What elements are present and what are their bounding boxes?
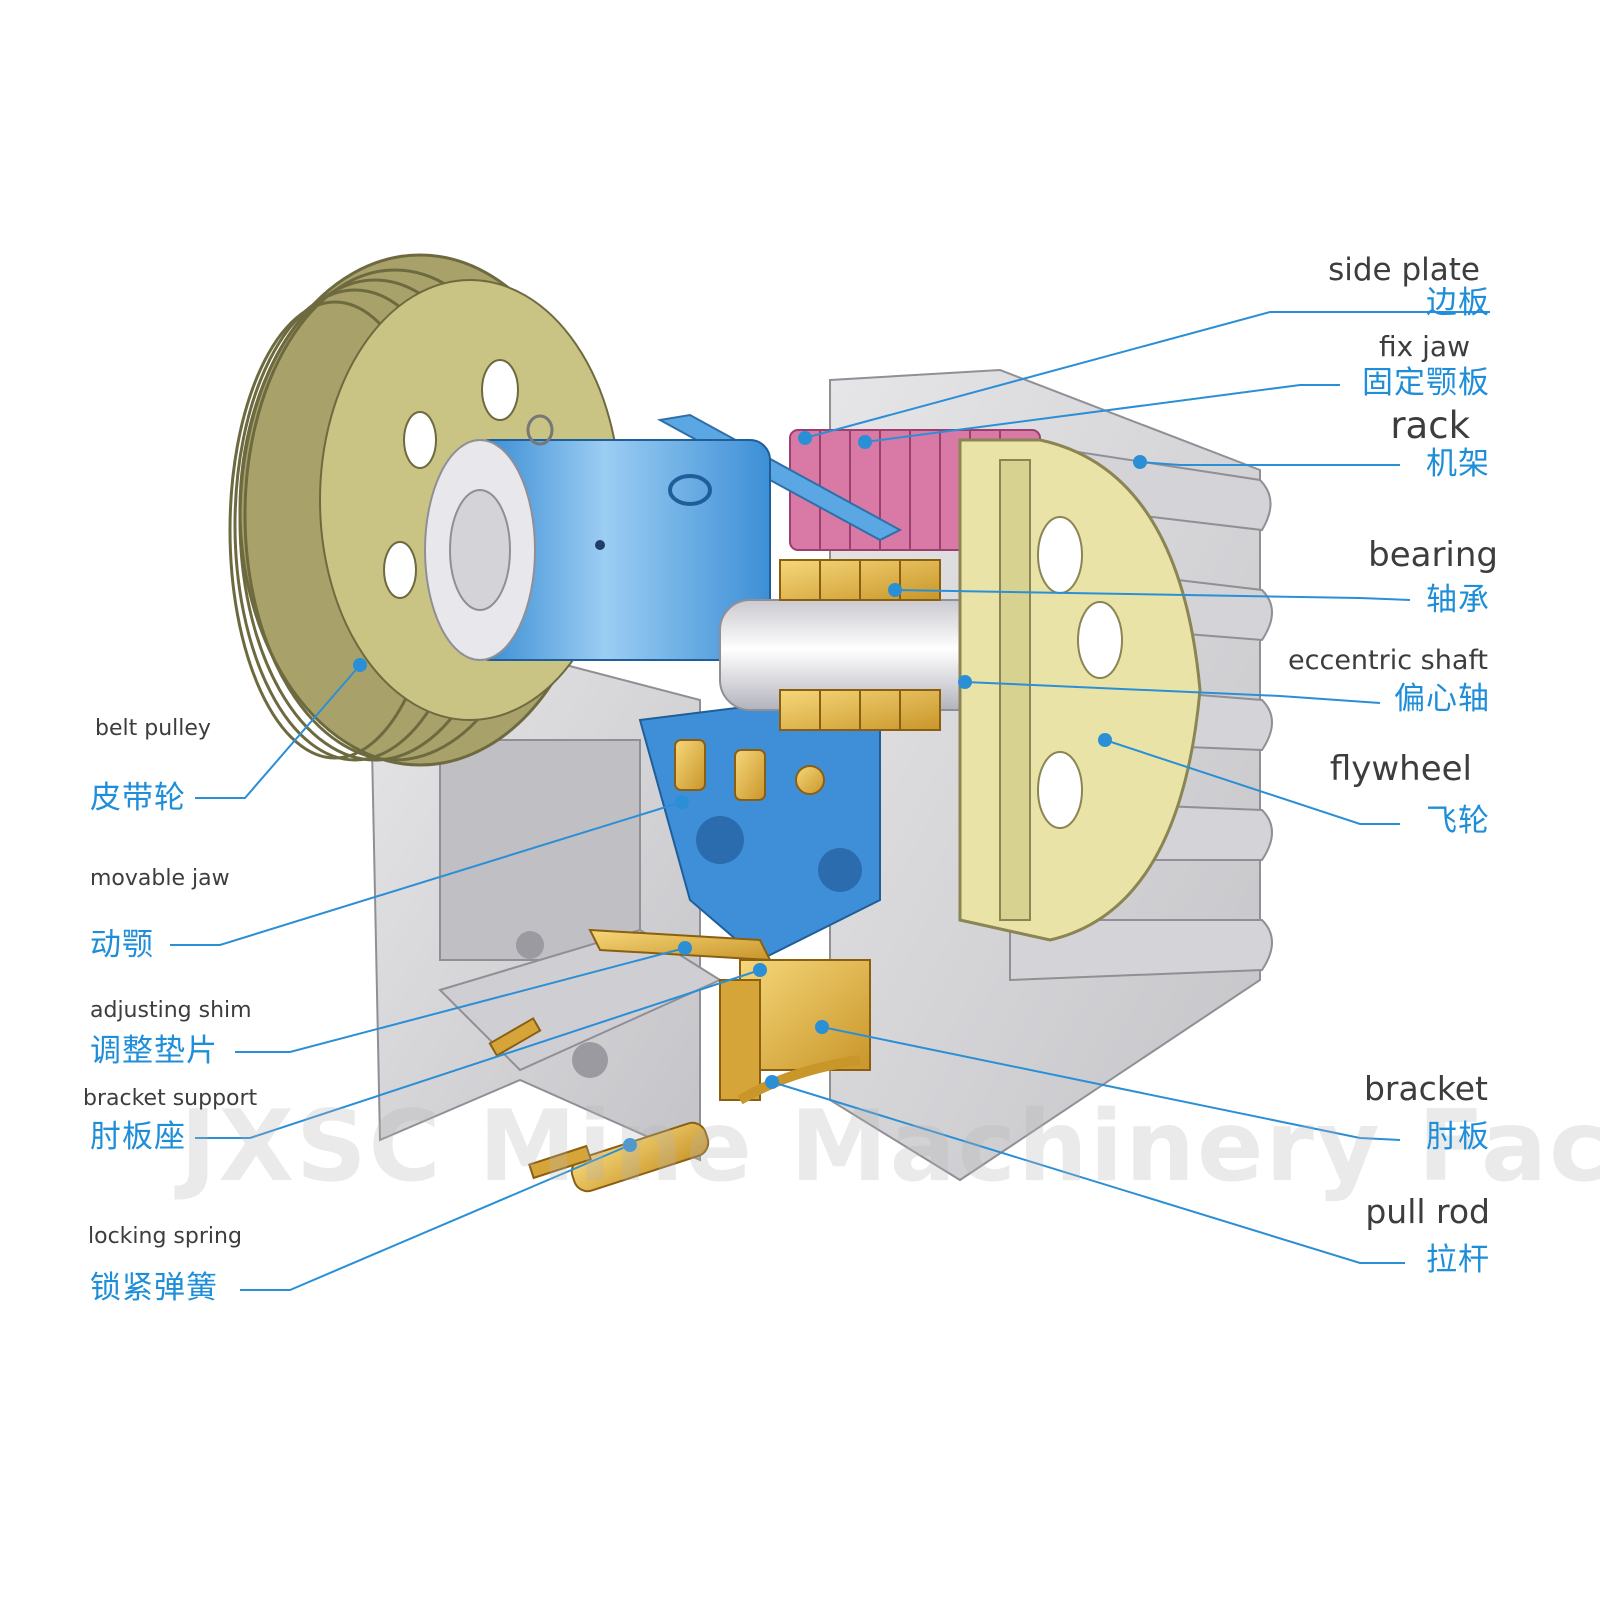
leader-bracket — [821, 1026, 1401, 1141]
label-fix-jaw-en: fix jaw — [1379, 330, 1470, 363]
label-pull-rod-zh: 拉杆 — [1426, 1242, 1490, 1278]
leader-eccentric-shaft — [964, 681, 1381, 704]
label-fix-jaw-zh: 固定颚板 — [1362, 365, 1490, 401]
label-locking-spring-en: locking spring — [88, 1224, 242, 1249]
watermark-text: JXSC Mine Machinery Factory — [180, 1090, 1600, 1204]
label-side-plate-en: side plate — [1328, 252, 1480, 288]
label-adjusting-shim-zh: 调整垫片 — [90, 1033, 218, 1069]
label-bearing-en: bearing — [1368, 535, 1498, 575]
leader-lines — [170, 311, 1490, 1291]
bearing-rollers — [779, 559, 941, 731]
label-bracket-zh: 肘板 — [1426, 1119, 1490, 1155]
leader-locking-spring — [240, 1144, 631, 1291]
label-movable-jaw-en: movable jaw — [90, 866, 230, 891]
label-bracket-support-zh: 肘板座 — [90, 1119, 186, 1155]
label-eccentric-shaft-zh: 偏心轴 — [1394, 681, 1490, 717]
label-pull-rod-en: pull rod — [1365, 1192, 1490, 1231]
label-flywheel-zh: 飞轮 — [1426, 803, 1490, 839]
leader-movable-jaw — [170, 801, 683, 946]
leader-belt-pulley — [195, 664, 361, 799]
label-rack-en: rack — [1390, 404, 1470, 447]
leader-pull-rod — [771, 1081, 1405, 1264]
leader-fix-jaw — [864, 384, 1340, 443]
label-belt-pulley-zh: 皮带轮 — [90, 780, 186, 816]
label-movable-jaw-zh: 动颚 — [90, 927, 154, 963]
leader-dots — [353, 431, 1147, 1152]
leader-side-plate — [804, 311, 1490, 439]
bearing-housing — [424, 414, 771, 661]
label-bracket-support-en: bracket support — [83, 1086, 258, 1111]
label-flywheel-en: flywheel — [1329, 749, 1472, 789]
label-bearing-zh: 轴承 — [1426, 582, 1490, 618]
label-eccentric-shaft-en: eccentric shaft — [1288, 645, 1488, 676]
label-rack-zh: 机架 — [1426, 446, 1490, 482]
jaw-springs — [674, 739, 825, 801]
locking-spring-coil — [488, 1017, 710, 1193]
flywheel-wheel — [958, 438, 1202, 942]
label-bracket-en: bracket — [1363, 1069, 1488, 1108]
leader-flywheel — [1104, 739, 1400, 825]
label-adjusting-shim-en: adjusting shim — [90, 998, 252, 1023]
leader-bearing — [894, 589, 1411, 601]
label-belt-pulley-en: belt pulley — [95, 716, 211, 741]
leader-adjusting-shim — [235, 947, 686, 1053]
label-locking-spring-zh: 锁紧弹簧 — [90, 1270, 218, 1306]
label-side-plate-zh: 边板 — [1426, 285, 1490, 321]
leader-rack — [1139, 461, 1400, 466]
leader-bracket-support — [195, 969, 761, 1139]
